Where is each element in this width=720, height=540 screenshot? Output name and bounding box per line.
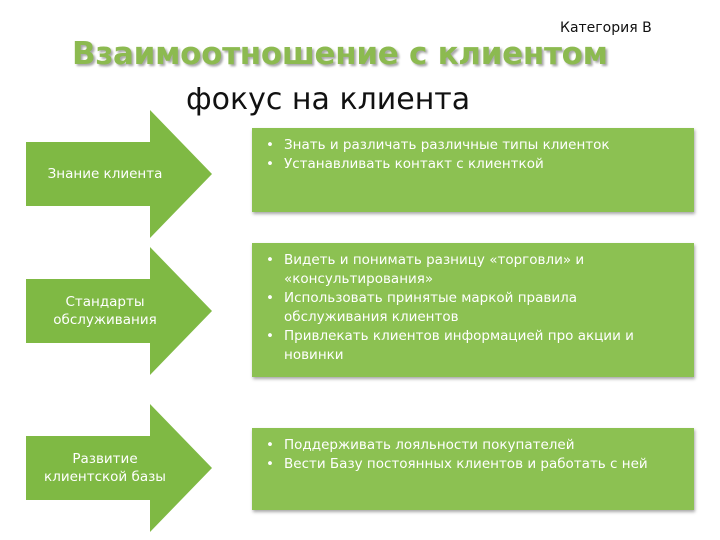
bullet-icon: • bbox=[266, 328, 274, 344]
bullet-box-service-standards: • Видеть и понимать разницу «торговли» и … bbox=[252, 243, 694, 377]
arrow-shape-icon bbox=[26, 247, 212, 375]
list-item: • Знать и различать различные типы клиент… bbox=[262, 136, 684, 155]
bullet-box-knowledge: • Знать и различать различные типы клиент… bbox=[252, 128, 694, 212]
bullet-icon: • bbox=[266, 456, 274, 472]
arrow-service-standards: Стандарты обслуживания bbox=[26, 247, 212, 375]
arrow-label-line: Развитие bbox=[72, 450, 138, 467]
bullet-box-client-base: • Поддерживать лояльности покупателей • Ве… bbox=[252, 428, 694, 510]
bullet-text: Использовать принятые маркой правила обс… bbox=[284, 290, 578, 325]
bullet-text: Поддерживать лояльности покупателей bbox=[284, 437, 575, 453]
page-subtitle: фокус на клиента bbox=[186, 82, 471, 117]
arrow-shape-icon bbox=[26, 110, 212, 238]
arrow-label: Развитие клиентской базы bbox=[26, 436, 184, 500]
bullet-text: Устанавливать контакт с клиенткой bbox=[284, 156, 544, 172]
list-item: • Видеть и понимать разницу «торговли» и … bbox=[262, 251, 684, 289]
category-label: Категория В bbox=[560, 20, 652, 36]
bullet-text: Видеть и понимать разницу «торговли» и «… bbox=[284, 252, 585, 287]
arrow-label-line: Знание клиента bbox=[47, 165, 163, 182]
bullet-text: Вести Базу постоянных клиентов и работат… bbox=[284, 456, 648, 472]
list-item: • Вести Базу постоянных клиентов и работа… bbox=[262, 455, 684, 474]
bullet-text: Знать и различать различные типы клиенто… bbox=[284, 137, 610, 153]
arrow-client-base: Развитие клиентской базы bbox=[26, 404, 212, 532]
arrow-shape-icon bbox=[26, 404, 212, 532]
arrow-knowledge: Знание клиента bbox=[26, 110, 212, 238]
bullet-icon: • bbox=[266, 156, 274, 172]
arrow-label-line: Стандарты bbox=[65, 293, 145, 310]
arrow-label-line: клиентской базы bbox=[44, 469, 166, 485]
bullet-text: Привлекать клиентов информацией про акци… bbox=[284, 328, 634, 363]
page-title: Взаимоотношение с клиентом bbox=[72, 36, 608, 72]
arrow-label: Знание клиента bbox=[26, 142, 184, 206]
bullet-icon: • bbox=[266, 437, 274, 453]
bullet-icon: • bbox=[266, 290, 274, 306]
bullet-icon: • bbox=[266, 252, 274, 268]
list-item: • Использовать принятые маркой правила об… bbox=[262, 289, 684, 327]
arrow-label: Стандарты обслуживания bbox=[26, 279, 184, 343]
list-item: • Поддерживать лояльности покупателей bbox=[262, 436, 684, 455]
list-item: • Привлекать клиентов информацией про акц… bbox=[262, 327, 684, 365]
list-item: • Устанавливать контакт с клиенткой bbox=[262, 155, 684, 174]
arrow-label-line: обслуживания bbox=[53, 312, 157, 328]
bullet-icon: • bbox=[266, 137, 274, 153]
